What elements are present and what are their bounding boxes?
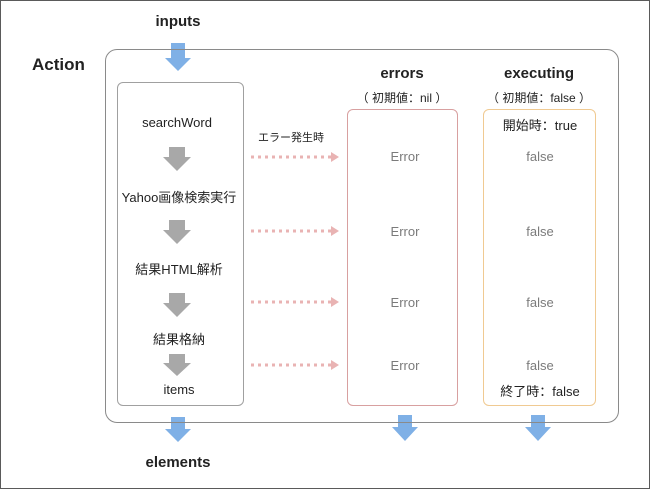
executing-value-4: false xyxy=(526,358,554,373)
executing-value-2: false xyxy=(526,224,554,239)
executing-value-1: false xyxy=(526,149,554,164)
blue-arrows xyxy=(165,43,551,442)
errors-out-arrow xyxy=(392,415,418,441)
error-arrowheads xyxy=(331,152,339,370)
flow-step-parse-html: 結果HTML解析 xyxy=(135,262,223,277)
executing-end: 終了時：false xyxy=(500,384,580,399)
errors-value-1: Error xyxy=(390,149,420,164)
errors-value-3: Error xyxy=(390,295,420,310)
action-label: Action xyxy=(32,55,85,74)
executing-initial: （ 初期値：false ） xyxy=(486,91,592,105)
errors-box xyxy=(347,109,458,406)
executing-value-3: false xyxy=(526,295,554,310)
elements-label: elements xyxy=(145,454,211,471)
error-head-2 xyxy=(331,226,339,236)
flow-arrow-2 xyxy=(163,220,191,244)
inputs-label: inputs xyxy=(155,13,201,30)
executing-box xyxy=(483,109,596,406)
flow-arrow-1 xyxy=(163,147,191,171)
flow-box xyxy=(117,82,244,406)
executing-title: executing xyxy=(503,65,575,82)
flow-arrow-3 xyxy=(163,293,191,317)
executing-out-arrow xyxy=(525,415,551,441)
error-note: エラー発生時 xyxy=(258,132,324,144)
error-head-4 xyxy=(331,360,339,370)
flow-step-store-result: 結果格納 xyxy=(152,332,206,347)
flow-arrow-4 xyxy=(163,354,191,376)
executing-start: 開始時：true xyxy=(502,118,578,133)
errors-value-2: Error xyxy=(390,224,420,239)
elements-arrow xyxy=(165,417,191,442)
errors-initial: （ 初期値：nil ） xyxy=(356,91,448,105)
error-head-3 xyxy=(331,297,339,307)
flow-step-yahoo-search: Yahoo画像検索実行 xyxy=(121,190,237,205)
flow-step-search-word: searchWord xyxy=(142,115,212,130)
errors-value-4: Error xyxy=(390,358,420,373)
flow-arrows xyxy=(163,147,191,376)
flow-step-items: items xyxy=(163,382,195,397)
error-head-1 xyxy=(331,152,339,162)
errors-title: errors xyxy=(380,65,424,82)
action-container xyxy=(105,49,619,423)
inputs-arrow xyxy=(165,43,191,71)
